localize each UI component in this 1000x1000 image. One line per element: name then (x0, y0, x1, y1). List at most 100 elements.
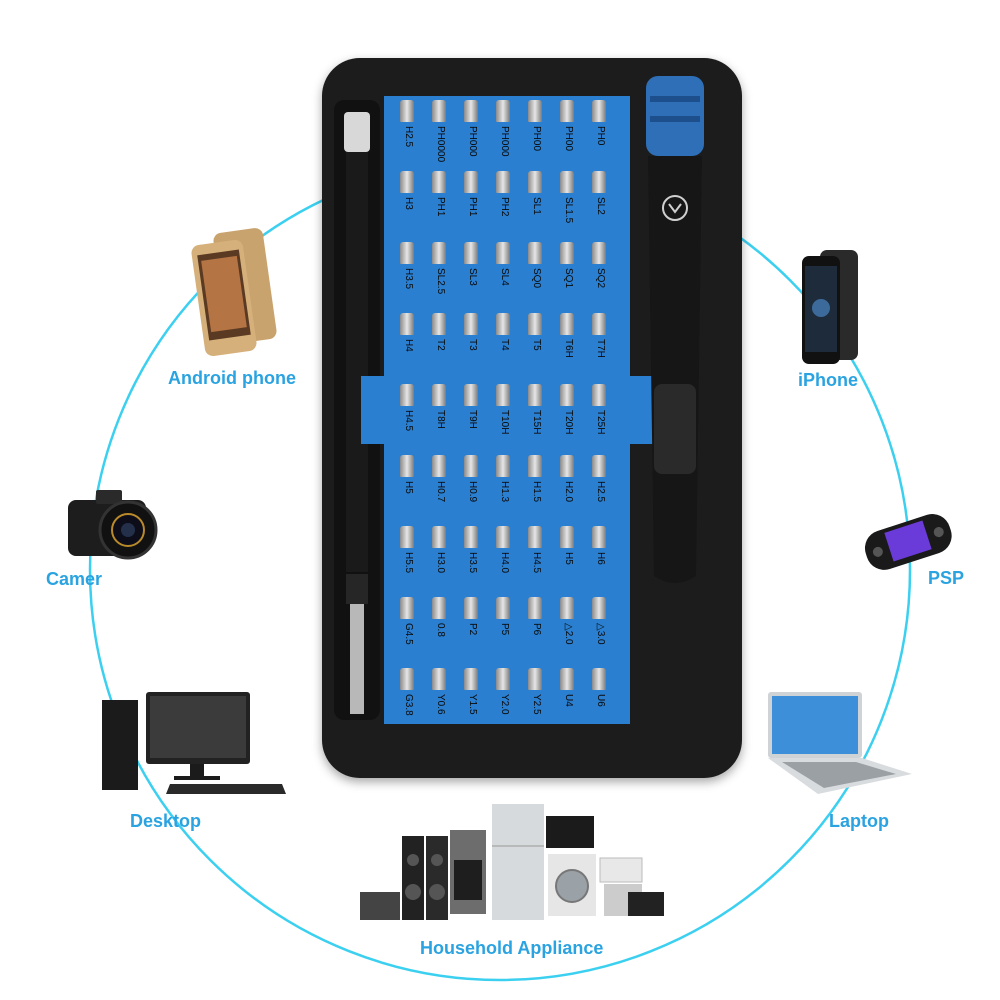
bit-label: SQ0 (531, 268, 542, 289)
bit-tip (432, 242, 446, 264)
bit-label: PH0 (595, 126, 606, 146)
camera-label: Camer (46, 569, 103, 589)
screwdriver-handle (646, 76, 704, 583)
bit-tip (592, 526, 606, 548)
bit-tip (496, 668, 510, 690)
iphone-image (802, 250, 858, 364)
bit-tip (432, 100, 446, 122)
bit-label: T9H (467, 410, 478, 429)
bit-label: H3.0 (435, 552, 446, 574)
bit-label: H3.5 (403, 268, 414, 290)
bit-label: T10H (499, 410, 510, 435)
bit-tip (592, 171, 606, 193)
bit-tip (400, 242, 414, 264)
bit-tip (592, 597, 606, 619)
bit-label: H4.0 (499, 552, 510, 574)
bit-tip (464, 384, 478, 406)
bit-label: H6 (595, 552, 606, 565)
bit-tip (432, 171, 446, 193)
bit-tip (496, 242, 510, 264)
bit-label: PH1 (467, 197, 478, 217)
bit-label: PH0000 (435, 126, 446, 163)
bit-tip (432, 313, 446, 335)
bit-label: Y1.5 (467, 694, 478, 715)
bit-tray (384, 96, 630, 724)
android-phone-image (191, 228, 277, 357)
bit-tip (560, 384, 574, 406)
bit-tip (560, 313, 574, 335)
bit-tip (528, 597, 542, 619)
laptop-label: Laptop (829, 811, 889, 831)
bit-tip (496, 313, 510, 335)
bit-tip (400, 597, 414, 619)
bit-label: SQ1 (563, 268, 574, 289)
bit-tip (464, 455, 478, 477)
laptop-image (768, 692, 912, 794)
bit-tip (560, 100, 574, 122)
bit-label: 0.8 (435, 623, 446, 637)
bit-label: SL3 (467, 268, 478, 286)
bit-tip (464, 100, 478, 122)
bit-tip (560, 242, 574, 264)
psp-label: PSP (928, 568, 965, 588)
bit-tip (528, 242, 542, 264)
bit-label: T25H (595, 410, 606, 435)
bit-tip (432, 668, 446, 690)
bit-tip (496, 526, 510, 548)
bit-label: PH2 (499, 197, 510, 217)
bit-tip (432, 597, 446, 619)
bit-label: H4.5 (403, 410, 414, 432)
bit-label: H3.5 (467, 552, 478, 574)
bit-label: SL2.5 (435, 268, 446, 295)
bit-label: H5 (563, 552, 574, 565)
bit-tip (400, 526, 414, 548)
desktop-label: Desktop (130, 811, 202, 831)
bit-tip (496, 171, 510, 193)
bit-label: PH000 (499, 126, 510, 157)
psp-image (864, 514, 952, 570)
bit-label: P6 (531, 623, 542, 636)
bit-tip (464, 526, 478, 548)
bit-tip (592, 100, 606, 122)
bit-label: H5 (403, 481, 414, 494)
bit-tip (560, 455, 574, 477)
bit-label: U4 (563, 694, 574, 707)
bit-tip (496, 597, 510, 619)
bit-label: H2.0 (563, 481, 574, 503)
bit-tip (400, 171, 414, 193)
bit-label: H4 (403, 339, 414, 352)
bit-tip (592, 668, 606, 690)
bit-tip (528, 668, 542, 690)
bit-tip (432, 384, 446, 406)
bit-label: △3.0 (595, 623, 606, 645)
bit-tip (528, 455, 542, 477)
bit-label: T5 (531, 339, 542, 351)
desktop-image (102, 692, 286, 794)
bit-label: T4 (499, 339, 510, 351)
bit-tip (560, 668, 574, 690)
bit-label: PH000 (467, 126, 478, 157)
bit-label: △2.0 (563, 623, 574, 645)
bit-label: G4.5 (403, 623, 414, 645)
bit-label: H2.5 (403, 126, 414, 148)
bit-label: T15H (531, 410, 542, 435)
bit-label: SQ2 (595, 268, 606, 289)
household-appliance-image (360, 804, 664, 920)
iphone-label: iPhone (798, 370, 859, 390)
camera-image (68, 490, 158, 560)
bit-tip (464, 242, 478, 264)
bit-label: SL2 (595, 197, 606, 215)
bit-tip (496, 384, 510, 406)
android-phone-label: Android phone (168, 368, 296, 388)
bit-tip (464, 171, 478, 193)
bit-tip (496, 100, 510, 122)
bit-label: PH1 (435, 197, 446, 217)
bit-label: Y0.6 (435, 694, 446, 715)
bit-label: T6H (563, 339, 574, 358)
bit-tip (560, 171, 574, 193)
bit-label: SL1 (531, 197, 542, 215)
bit-label: T3 (467, 339, 478, 351)
bit-tip (496, 455, 510, 477)
bit-label: P2 (467, 623, 478, 636)
bit-label: Y2.0 (499, 694, 510, 715)
